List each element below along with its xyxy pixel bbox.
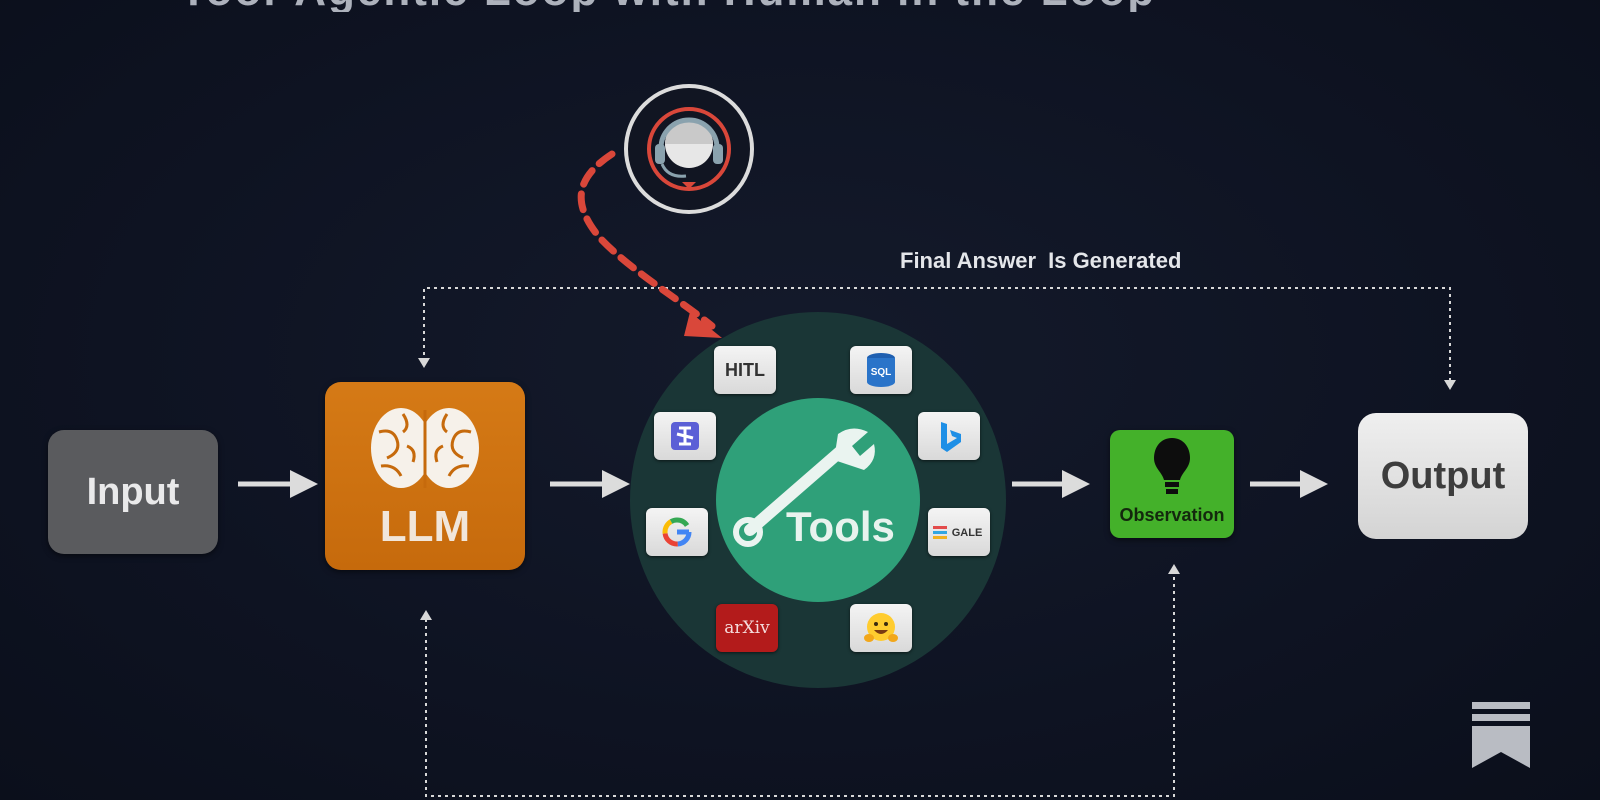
human-in-the-loop-icon [624, 84, 754, 214]
output-label: Output [1380, 454, 1506, 497]
hex-logo-icon [654, 412, 716, 460]
google-chip-label: G [677, 537, 678, 539]
final-answer-annotation: Final Answer Is Generated [900, 248, 1193, 274]
annotation-part2: Is Generated [1048, 248, 1182, 273]
sql-database-icon: SQL [850, 346, 912, 394]
observation-node: Observation [1110, 430, 1234, 538]
hitl-dashed-arrow [577, 150, 716, 330]
tools-node [716, 398, 920, 602]
llm-node: LLM [325, 382, 525, 570]
arxiv-icon: arXiv [716, 604, 778, 652]
hitl-chip: HITL [714, 346, 776, 394]
flow-arrow-observation-output [1250, 470, 1328, 498]
flow-arrow-input-llm [238, 470, 318, 498]
dotted-loop-top [423, 287, 1451, 382]
flow-arrow-llm-tools [550, 470, 630, 498]
observation-label: Observation [1119, 505, 1225, 525]
arxiv-chip-label: arXiv [724, 618, 770, 638]
dotted-loop-bottom [425, 570, 1175, 797]
sql-chip-label: SQL [871, 367, 892, 378]
input-node: Input [48, 430, 218, 554]
flow-arrow-tools-observation [1012, 470, 1090, 498]
google-icon: G [646, 508, 708, 556]
output-node: Output [1358, 413, 1528, 539]
salesforce-gale-icon: GALE [928, 508, 990, 556]
wrench-icon [733, 428, 875, 547]
headset-icon [647, 107, 731, 191]
annotation-part1: Final Answer [900, 248, 1037, 273]
bookmark-icon[interactable] [1472, 702, 1530, 768]
gale-chip-label: GALE [952, 527, 983, 539]
brain-icon [371, 408, 479, 488]
lightbulb-icon [1154, 438, 1190, 494]
tools-label: Tools [786, 503, 895, 550]
llm-label: LLM [379, 502, 471, 551]
bing-icon [918, 412, 980, 460]
hitl-chip-label: HITL [725, 359, 765, 380]
huggingface-icon [850, 604, 912, 652]
page-title: Tool-Agentic Loop with Human in the Loop [180, 0, 1420, 12]
input-label: Input [86, 470, 180, 513]
